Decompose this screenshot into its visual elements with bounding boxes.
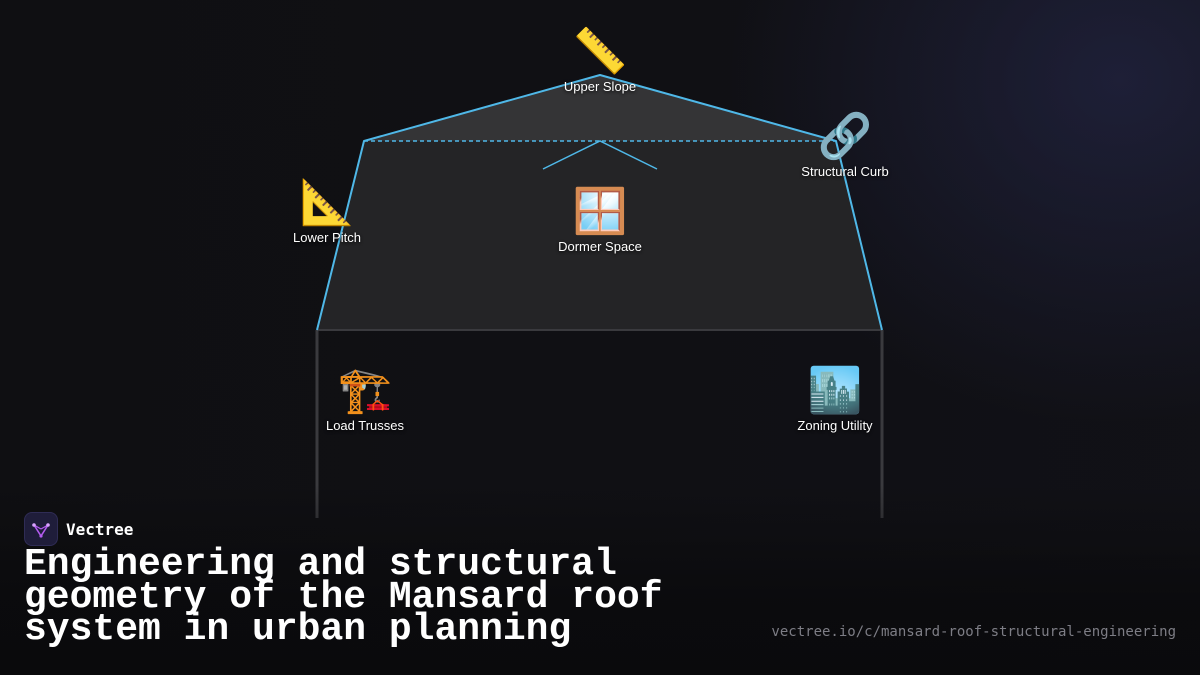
upper-roof-section xyxy=(364,75,836,141)
link-icon: 🔗 xyxy=(817,111,873,162)
roof-outline xyxy=(316,74,883,331)
node-structural-curb: 🔗 Structural Curb xyxy=(765,111,925,180)
node-label: Zoning Utility xyxy=(797,418,873,433)
node-label: Lower Pitch xyxy=(293,230,361,245)
dormer-chevron xyxy=(542,140,658,170)
node-label: Load Trusses xyxy=(325,418,405,433)
triangular-ruler-icon: 📐 xyxy=(299,177,355,228)
lower-roof-section xyxy=(317,141,882,330)
brand-name: Vectree xyxy=(66,519,134,539)
cityscape-icon: 🏙️ xyxy=(807,365,863,416)
page-title: Engineering and structural geometry of t… xyxy=(24,543,663,651)
node-lower-pitch: 📐 Lower Pitch xyxy=(247,177,407,246)
straight-ruler-icon: 📏 xyxy=(572,26,628,77)
construction-crane-icon: 🏗️ xyxy=(337,365,393,416)
node-upper-slope: 📏 Upper Slope xyxy=(520,26,680,95)
vectree-logo-icon xyxy=(24,512,58,546)
brand[interactable]: Vectree xyxy=(24,512,133,546)
node-zoning-utility: 🏙️ Zoning Utility xyxy=(755,365,915,434)
node-label: Upper Slope xyxy=(563,79,637,94)
window-icon: 🪟 xyxy=(572,186,628,237)
node-dormer-space: 🪟 Dormer Space xyxy=(520,186,680,255)
node-label: Dormer Space xyxy=(558,239,642,254)
source-url[interactable]: vectree.io/c/mansard-roof-structural-eng… xyxy=(771,624,1176,640)
node-label: Structural Curb xyxy=(801,164,889,179)
node-load-trusses: 🏗️ Load Trusses xyxy=(285,365,445,434)
